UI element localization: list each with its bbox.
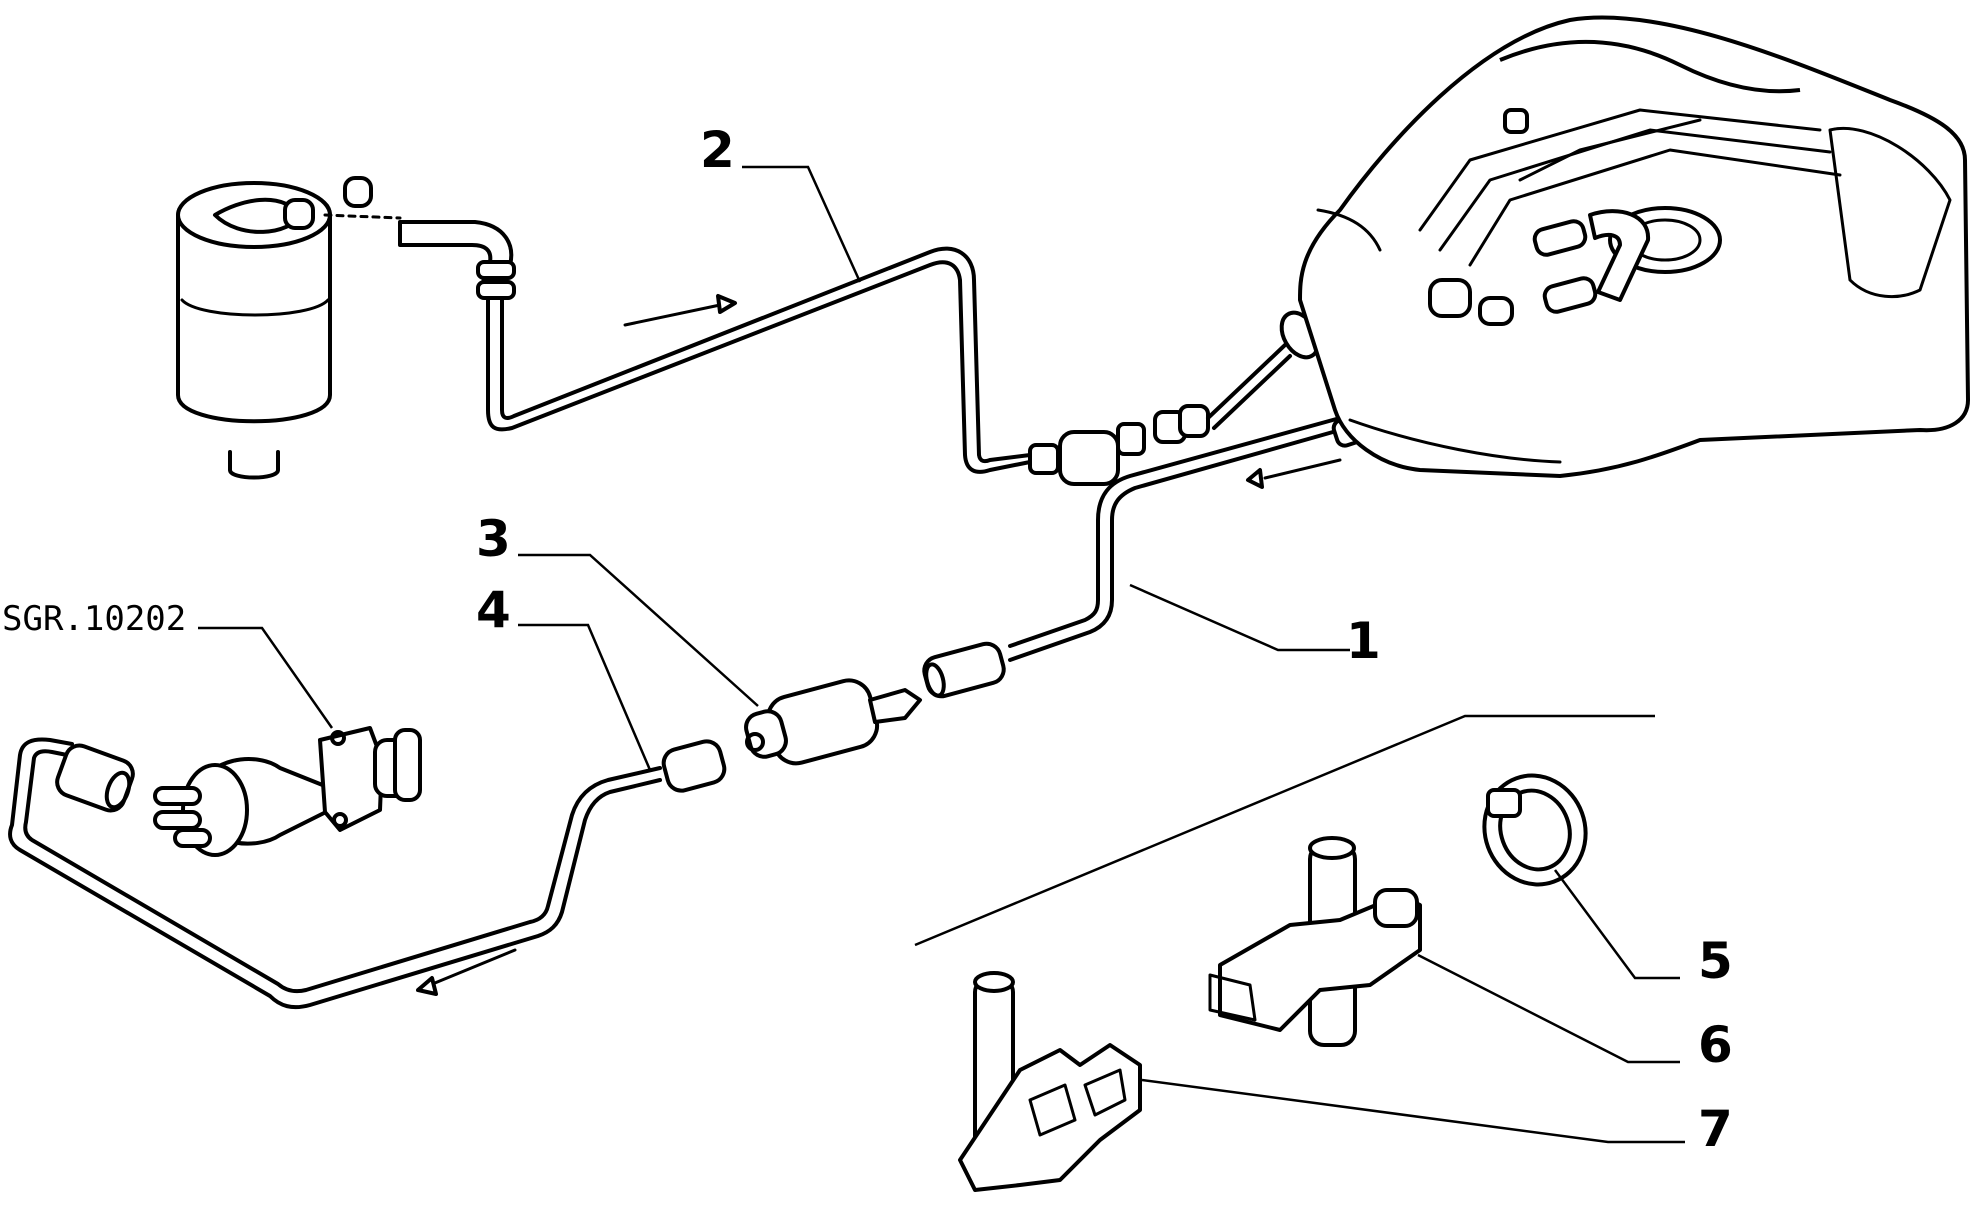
- pipe-2: [398, 220, 1321, 486]
- valve-part-3: [744, 678, 922, 766]
- pipe-4: [8, 737, 727, 1010]
- reference-label: SGR.10202: [2, 599, 186, 639]
- callout-1: 1: [1346, 612, 1381, 670]
- callout-labels: 2 1 3 4 5 6 7 SGR.10202: [2, 121, 1733, 1158]
- bracket-part-6: [1208, 836, 1422, 1047]
- bracket-part-7: [958, 971, 1142, 1192]
- callout-2: 2: [700, 121, 735, 179]
- callout-4: 4: [476, 581, 511, 639]
- sgr-valve-part: [153, 726, 422, 857]
- clamp-part-5: [1482, 773, 1588, 887]
- leader-lines: [198, 165, 1685, 1144]
- callout-7: 7: [1698, 1100, 1733, 1158]
- fuel-tank-part: [1298, 15, 1970, 478]
- callout-6: 6: [1698, 1016, 1733, 1074]
- separator-line: [914, 714, 1655, 947]
- callout-3: 3: [476, 510, 511, 568]
- canister-part: [176, 176, 402, 480]
- callout-5: 5: [1698, 932, 1733, 990]
